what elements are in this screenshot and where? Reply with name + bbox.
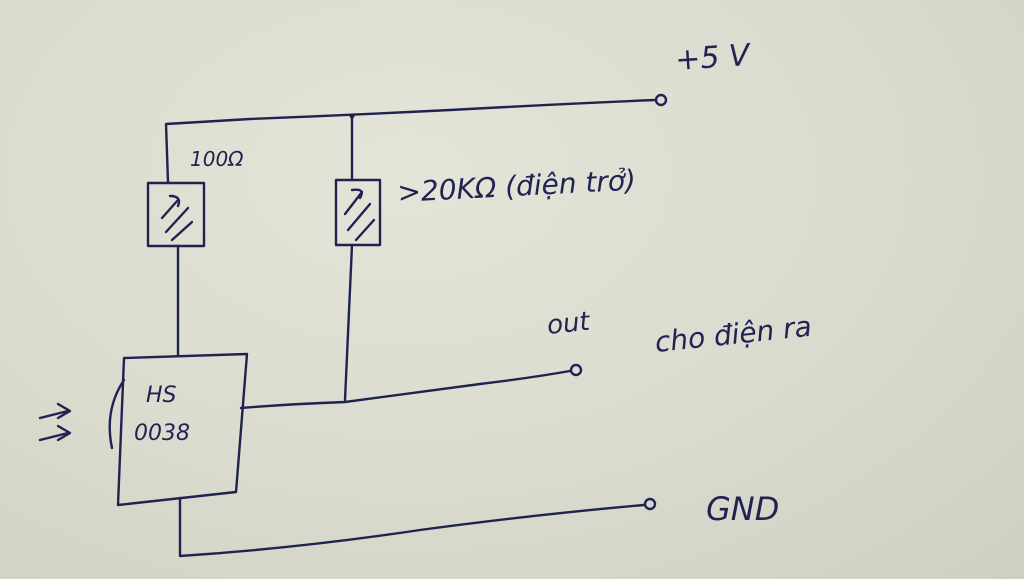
r1-hatch <box>160 194 194 242</box>
arrows-icon <box>38 402 72 442</box>
gnd-terminal <box>643 497 657 511</box>
r2-label: >20KΩ (điện trở) <box>397 164 637 209</box>
r1-body <box>146 181 206 248</box>
out-note: cho điện ra <box>653 310 813 359</box>
gnd-label: GND <box>706 490 779 528</box>
output-wire <box>239 369 572 410</box>
out-label: out <box>546 307 592 341</box>
ir-lens-icon <box>108 378 126 450</box>
r2-hatch <box>343 188 376 242</box>
ic-body <box>116 352 249 507</box>
output-terminal <box>569 363 583 377</box>
supply-label: +5 V <box>674 38 753 78</box>
ic-label-line1: HS <box>146 383 177 408</box>
r2-body <box>334 178 382 247</box>
gnd-wire <box>178 496 646 558</box>
vcc-terminal <box>654 93 668 107</box>
vcc-rail <box>164 98 657 184</box>
r2-lead-bottom <box>343 243 354 402</box>
ic-label-line2: 0038 <box>134 421 190 446</box>
r1-label: 100Ω <box>190 147 244 171</box>
